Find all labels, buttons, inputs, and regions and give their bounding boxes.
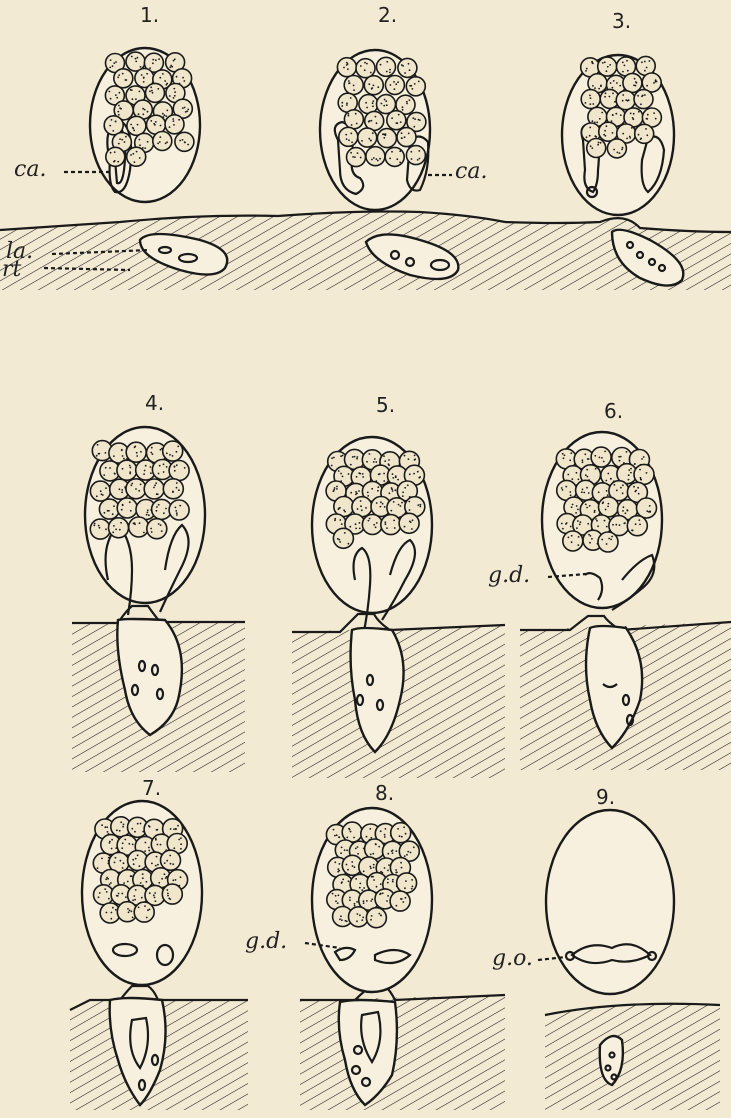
egg-cell: [627, 516, 647, 536]
egg-cell: [109, 518, 129, 538]
egg-cell: [581, 90, 600, 109]
egg-cell: [163, 441, 183, 461]
egg-cell: [169, 461, 189, 481]
egg-cell: [344, 110, 363, 129]
egg-cell: [406, 77, 425, 96]
egg-cell: [146, 83, 165, 102]
egg-cell: [385, 147, 404, 166]
egg-cell: [337, 58, 356, 77]
egg-cell: [366, 908, 386, 928]
egg-cell: [397, 128, 416, 147]
label-go-9: g.o.: [492, 946, 533, 971]
egg-cell: [387, 111, 406, 130]
egg-cell: [607, 139, 626, 158]
panel-number-8: 8.: [375, 781, 394, 805]
egg-cell: [356, 59, 375, 78]
egg-cell: [599, 497, 619, 517]
egg-cell: [90, 481, 110, 501]
egg-cell: [134, 902, 154, 922]
egg-cell: [127, 147, 146, 166]
egg-cell: [598, 532, 618, 552]
panel-number-6: 6.: [604, 399, 623, 423]
egg-cell: [598, 57, 617, 76]
egg-cell: [634, 464, 654, 484]
egg-cell: [364, 76, 383, 95]
egg-cell: [129, 517, 149, 537]
label-ca-1: ca.: [14, 157, 46, 182]
egg-cell: [385, 76, 404, 95]
egg-cell: [381, 515, 401, 535]
egg-cell: [117, 498, 137, 518]
label-rt: rt: [2, 257, 22, 282]
egg-cell: [397, 873, 417, 893]
egg-cell: [399, 513, 419, 533]
panel-9: g.o.: [492, 810, 720, 1110]
panel-number-3: 3.: [612, 9, 631, 33]
egg-cell: [117, 460, 137, 480]
egg-cell: [366, 147, 385, 166]
egg-cell: [162, 884, 182, 904]
panel-number-9: 9.: [596, 785, 615, 809]
egg-cell: [127, 116, 146, 135]
egg-cell: [99, 499, 119, 519]
egg-cell: [126, 442, 146, 462]
egg-cell: [169, 500, 189, 520]
egg-cell: [161, 850, 181, 870]
egg-cell: [365, 839, 385, 859]
sac-9: [546, 810, 674, 994]
panel-number-4: 4.: [145, 391, 164, 415]
egg-cell: [358, 128, 377, 147]
label-gd-8: g.d.: [245, 929, 287, 954]
egg-cell: [616, 91, 635, 110]
egg-cell: [114, 69, 133, 88]
egg-cell: [347, 148, 366, 167]
egg-cell: [406, 146, 425, 165]
egg-cell: [634, 90, 653, 109]
egg-cell: [391, 823, 411, 843]
egg-cell: [147, 519, 167, 539]
egg-cell: [90, 519, 110, 539]
egg-cell: [175, 132, 194, 151]
egg-cell: [362, 515, 382, 535]
egg-cell: [398, 58, 417, 77]
egg-cell: [344, 76, 363, 95]
egg-cell: [163, 479, 183, 499]
egg-cell: [333, 528, 353, 548]
egg-cell: [377, 129, 396, 148]
egg-cell: [153, 132, 172, 151]
panel-number-5: 5.: [376, 393, 395, 417]
tissue-8: [300, 995, 505, 1110]
label-gd-6: g.d.: [488, 563, 530, 588]
egg-cell: [635, 124, 654, 143]
egg-cell: [591, 447, 611, 467]
egg-cell: [106, 147, 125, 166]
panel-number-1: 1.: [140, 3, 159, 27]
tissue-9: [545, 1004, 720, 1110]
panel-number-7: 7.: [142, 776, 161, 800]
egg-cell: [377, 57, 396, 76]
egg-cell: [563, 531, 583, 551]
egg-cell: [342, 822, 362, 842]
egg-cell: [637, 498, 657, 518]
egg-cell: [339, 127, 358, 146]
label-ca-2: ca.: [455, 159, 487, 184]
egg-cell: [165, 115, 184, 134]
egg-cell: [144, 479, 164, 499]
egg-cell: [390, 891, 410, 911]
panel-number-2: 2.: [378, 3, 397, 27]
egg-cell: [349, 907, 369, 927]
egg-cell: [623, 73, 642, 92]
egg-cell: [126, 479, 146, 499]
egg-cell: [587, 139, 606, 158]
